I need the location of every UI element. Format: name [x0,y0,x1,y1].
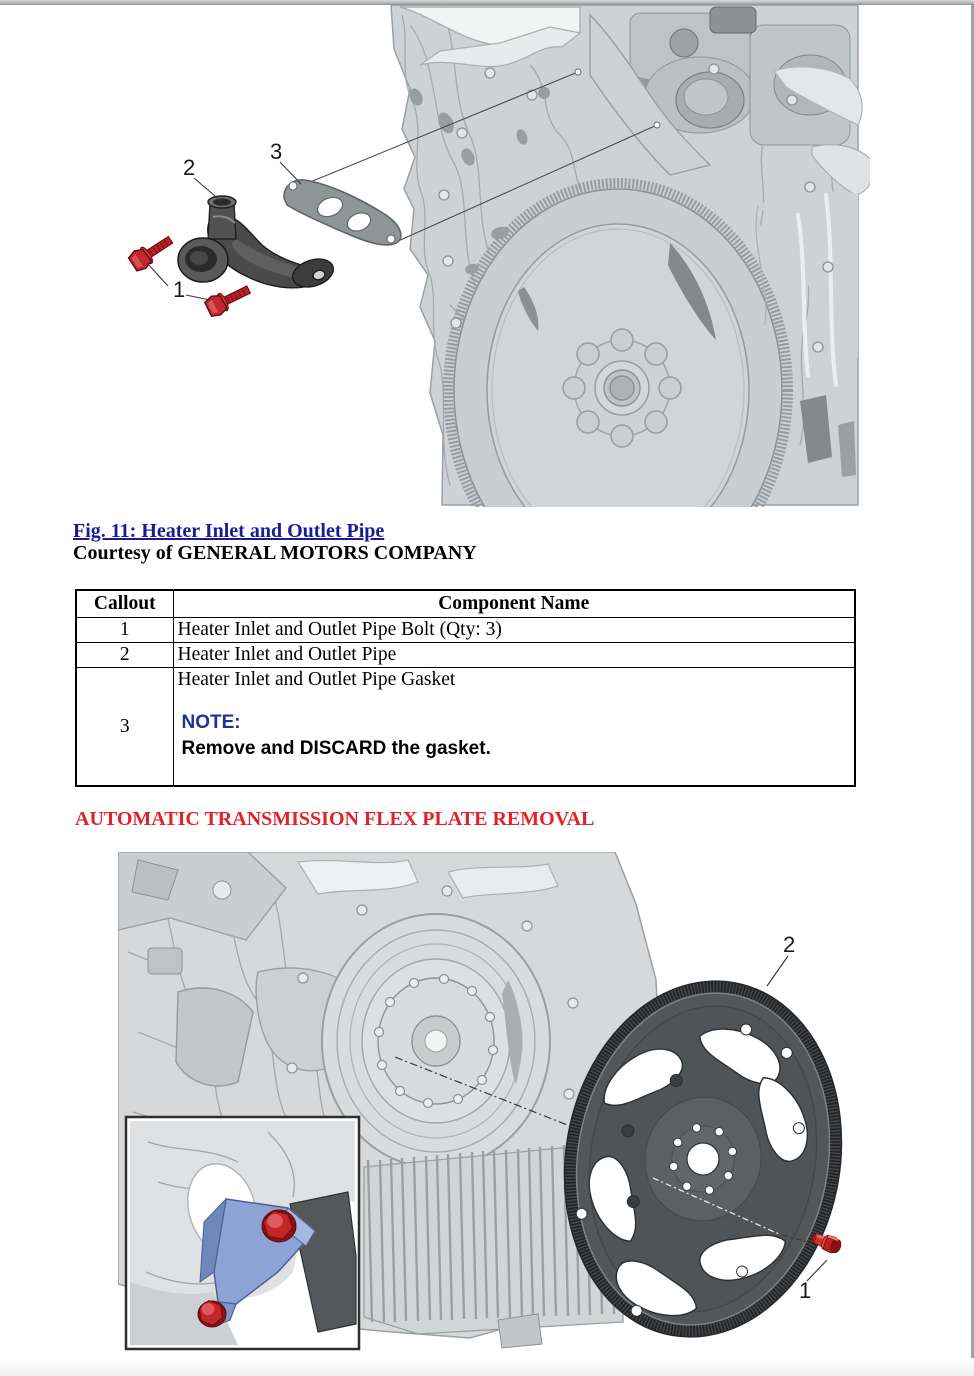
svg-text:1: 1 [173,277,185,302]
svg-text:2: 2 [183,155,195,180]
svg-text:2: 2 [783,932,795,957]
svg-text:3: 3 [270,139,282,164]
svg-text:1: 1 [799,1278,811,1303]
